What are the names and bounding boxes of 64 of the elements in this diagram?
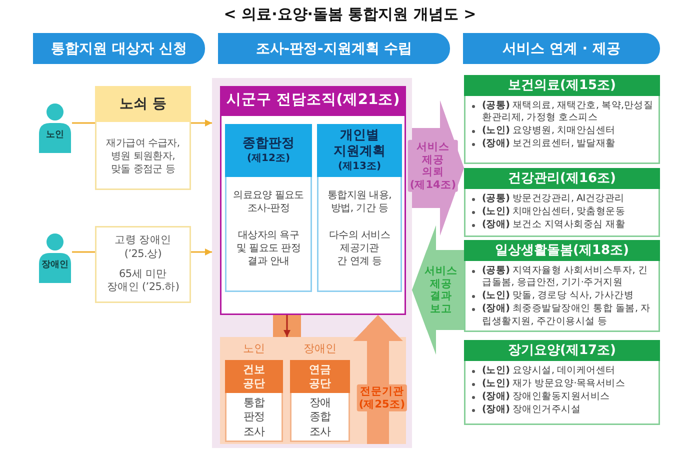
description-text: 재가급여 수급자, 병원 퇴원환자, 맞돌 중점군 등 [105,136,181,176]
service-card [464,168,660,237]
heading-text: 개인별 지원계획 [332,128,386,160]
bullet-text: (공통) 재택의료, 재택간호, 복약,만성질환관리제, 가정형 호스피스 [482,100,654,124]
bullet-text: (장애) 보건소 지역사회중심 재활 [482,219,626,232]
description-text: 통합 판정 조사 [243,396,265,439]
bullet-text: (장애) 장애인활동지원서비스 [482,391,611,404]
bullet-text: (노인) 재가 방문요양·목욕서비스 [482,378,626,390]
description-text: 의료요양 필요도 조사-판정 [232,189,305,215]
heading-text: 장기요양(제17조) [508,342,616,358]
agency-card [225,360,283,442]
bullet-text: (노인) 요양병원, 치매안심센터 [482,125,616,138]
heading-text: 보건의료(제15조) [508,78,616,94]
description-text: 65세 미만 장애인 (’25.하) [106,268,180,295]
bullet-text: (노인) 요양시설, 데이케어센터 [482,365,616,378]
service-card [464,340,660,425]
stage-panel [212,78,412,448]
service-card [464,75,660,164]
block-arrow [412,225,464,355]
info-card [95,86,191,190]
bullet-text: (장애) 최중증발달장애인 통합 돌봄, 자립생활지원, 주간이용시설 등 [482,303,652,328]
arrow [284,315,290,337]
group-label: 장애인 [304,342,336,356]
edge-label: 전문기관 (제25조) [356,384,408,412]
article-number: (제12조) [246,153,290,166]
heading-text: 일상생활돌봄(제18조) [495,242,629,258]
heading-text: 건보 공단 [243,363,265,390]
column-banner: 통합지원 대상자 신청 [33,33,205,64]
bullet-text: (공통) 지역자율형 사회서비스투자, 긴급돌봄, 응급안전, 기기·주거지원 [482,265,649,290]
block-arrow [353,315,403,444]
heading-text: 연금 공단 [309,363,331,390]
bullet-text: (공통) 방문건강관리, AI건강관리 [482,193,626,206]
article-number: (제13조) [338,161,382,174]
column-banner: 서비스 연계 · 제공 [463,33,660,64]
connector-line [72,251,95,253]
heading-text: 건강관리(제16조) [508,170,616,186]
info-card [225,124,312,292]
block-arrow [412,100,464,236]
service-card [464,240,660,332]
group-label: 노인 [243,342,265,356]
bullet-text: (장애) 장애인거주시설 [482,404,582,417]
info-card [95,226,191,303]
connector-line [72,122,95,124]
person-label: 노인 [46,131,64,141]
bullet-text: (노인) 맞돌, 경로당 식사, 가사간병 [482,290,635,302]
description-text: 장애 종합 조사 [309,396,331,439]
diagram-title: < 의료·요양·돌봄 통합지원 개념도 > [224,5,476,24]
description-text: 대상자의 욕구 및 필요도 판정 결과 안내 [236,229,302,268]
heading-text: 종합판정 [242,136,294,152]
person-label: 장애인 [42,261,68,271]
info-card [317,124,402,292]
arrow [191,248,212,256]
organization-panel [220,86,406,315]
description-text: 다수의 서비스 제공기관 간 연계 등 [328,229,392,268]
bullet-text: (장애) 보건의료센터, 발달재활 [482,138,616,151]
agency-card [290,360,350,442]
heading-text: 노쇠 등 [120,96,166,112]
description-text: 통합지원 내용, 방법, 기간 등 [326,189,392,215]
edge-label: 서비스 제공 의뢰 (제14조) [408,140,458,192]
arrow [191,120,212,126]
bullet-text: (노인) 치매안심센터, 맞춤형운동 [482,206,626,218]
heading-text: 시군구 전담조직(제21조) [226,92,400,110]
description-text: 고령 장애인 (’25.상) [114,234,172,262]
column-banner: 조사-판정-지원계획 수립 [218,33,450,64]
